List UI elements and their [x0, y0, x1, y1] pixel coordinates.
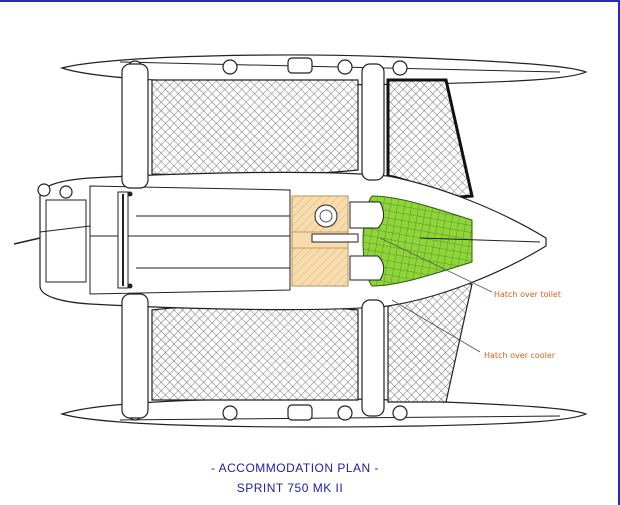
bunk-port — [349, 201, 385, 229]
forward-hatch-area — [362, 195, 473, 287]
porthole — [337, 405, 353, 421]
float-hatch — [287, 57, 313, 74]
float-hatch — [287, 404, 313, 421]
trampoline-net-stbd-aft — [151, 304, 359, 401]
toilet-bowl — [319, 209, 333, 223]
porthole — [392, 405, 408, 421]
bench — [311, 233, 359, 243]
tiller — [13, 237, 41, 245]
aft-beam-port — [121, 63, 149, 189]
winch — [59, 185, 73, 199]
traveller-stop — [127, 283, 133, 289]
winch — [37, 183, 51, 197]
porthole — [222, 405, 238, 421]
title-line-2: SPRINT 750 MK II — [237, 481, 343, 495]
trampoline-net-port-aft — [151, 79, 359, 176]
porthole — [222, 59, 238, 75]
title-line-1: - ACCOMMODATION PLAN - — [211, 461, 379, 475]
leader-cooler — [391, 299, 481, 353]
porthole — [337, 59, 353, 75]
fwd-beam-port — [361, 63, 385, 181]
porthole — [392, 60, 408, 76]
cabin-hatched — [291, 247, 349, 287]
bow-centerline — [419, 237, 541, 243]
bunk-stbd — [349, 255, 385, 281]
annotation-hatch-cooler: Hatch over cooler — [484, 351, 556, 360]
leader-toilet — [379, 237, 493, 293]
cockpit-outline — [89, 185, 291, 295]
annotation-hatch-toilet: Hatch over toilet — [494, 290, 561, 299]
traveller-stop — [127, 191, 133, 197]
fwd-beam-stbd — [361, 299, 385, 417]
aft-beam-stbd — [121, 293, 149, 419]
tiller-bar — [39, 225, 91, 233]
toilet-icon — [314, 204, 338, 228]
stern-step — [45, 199, 87, 283]
